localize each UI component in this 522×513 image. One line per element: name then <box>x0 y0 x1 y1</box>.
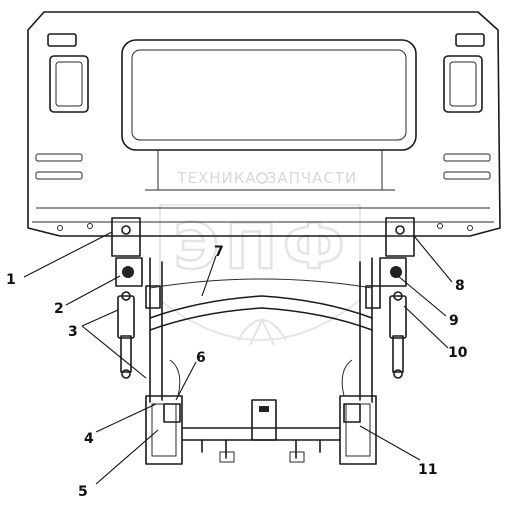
cab-rear-wall <box>27 11 501 237</box>
right-suspension <box>339 217 415 465</box>
right-upper-bracket <box>385 217 415 257</box>
watermark-right-word: ЗАПЧАСТИ <box>267 169 358 187</box>
leader-3a <box>81 309 119 327</box>
callout-3: 3 <box>68 324 78 340</box>
gear-icon <box>256 172 268 184</box>
left-shock-absorber <box>117 295 135 339</box>
leader-8 <box>413 235 453 283</box>
callout-1: 1 <box>6 272 16 288</box>
callout-2: 2 <box>54 301 64 317</box>
leader-2 <box>65 275 121 306</box>
torsion-bar <box>149 278 373 331</box>
right-tail-light <box>443 55 483 113</box>
right-lower-bracket <box>339 395 377 465</box>
rear-window <box>121 39 417 151</box>
leader-lines <box>23 231 453 485</box>
watermark-left-word: ТЕХНИКА <box>176 169 256 187</box>
leader-7 <box>201 255 217 297</box>
leader-6 <box>175 361 197 401</box>
callout-9: 9 <box>449 313 459 329</box>
callout-5: 5 <box>78 484 88 500</box>
leader-3b <box>81 325 147 379</box>
left-upper-bracket <box>111 217 141 257</box>
leader-4 <box>95 403 157 433</box>
leader-5 <box>95 429 159 485</box>
leader-1 <box>23 231 113 278</box>
callout-6: 6 <box>196 350 206 366</box>
lower-crossmember <box>181 399 341 463</box>
callout-11: 11 <box>418 462 437 478</box>
watermark-brand: ЭПФ <box>174 210 351 283</box>
callout-4: 4 <box>84 431 94 447</box>
callout-8: 8 <box>455 278 465 294</box>
leader-10 <box>403 305 449 349</box>
left-lower-bracket <box>145 395 183 465</box>
center-mount <box>251 399 277 441</box>
callout-7: 7 <box>214 244 224 260</box>
callout-labels: 1 2 3 4 5 6 7 8 9 10 11 <box>6 244 468 500</box>
right-shock-absorber <box>389 295 407 339</box>
right-marker-lamp <box>455 33 485 47</box>
left-tail-light <box>49 55 89 113</box>
left-marker-lamp <box>47 33 77 47</box>
left-suspension <box>111 217 183 465</box>
callout-10: 10 <box>448 345 468 361</box>
leader-9 <box>397 275 447 317</box>
watermark: ЭПФ ТЕХНИКА ЗАПЧАСТИ <box>159 169 361 346</box>
leader-11 <box>359 425 421 461</box>
